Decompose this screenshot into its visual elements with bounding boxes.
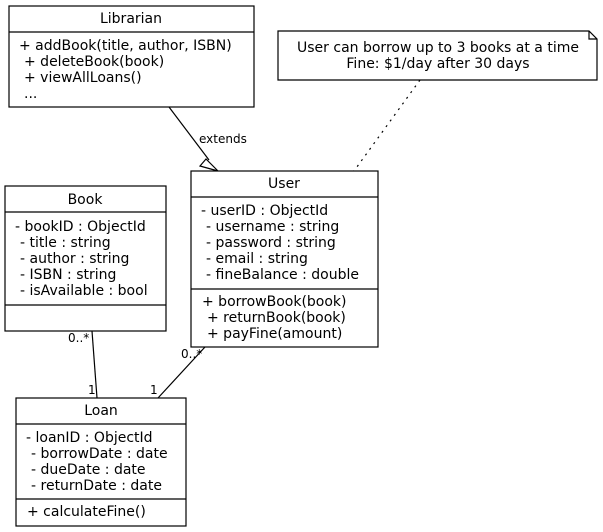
class-attribute: - author : string <box>20 251 129 267</box>
book-loan-association <box>91 330 98 399</box>
class-method: ... <box>24 86 37 102</box>
class-attribute: - password : string <box>206 235 336 251</box>
class-method: + returnBook(book) <box>207 310 346 326</box>
class-attribute: - loanID : ObjectId <box>26 430 153 446</box>
class-attribute: - isAvailable : bool <box>20 283 148 299</box>
class-attribute: - returnDate : date <box>31 478 162 494</box>
class-name: Librarian <box>100 11 162 27</box>
class-attribute: - bookID : ObjectId <box>15 219 146 235</box>
extends-label: extends <box>199 132 247 146</box>
class-method: + borrowBook(book) <box>202 294 347 310</box>
class-attribute: - ISBN : string <box>20 267 116 283</box>
user-multiplicity: 0..* <box>181 347 202 361</box>
relationships: extends 0..* 1 0..* 1 <box>68 79 421 399</box>
class-attribute: - userID : ObjectId <box>201 203 328 219</box>
note-line: Fine: $1/day after 30 days <box>346 56 529 72</box>
class-method: + payFine(amount) <box>207 326 342 342</box>
book-multiplicity: 0..* <box>68 331 89 345</box>
class-attribute: - title : string <box>20 235 111 251</box>
class-attribute: - username : string <box>206 219 339 235</box>
class-attribute: - fineBalance : double <box>206 267 359 283</box>
class-user: User - userID : ObjectId - username : st… <box>190 170 379 348</box>
generalization-line <box>168 106 210 161</box>
class-loan: Loan - loanID : ObjectId - borrowDate : … <box>15 397 187 527</box>
class-method: + calculateFine() <box>27 504 146 520</box>
user-loan-association <box>157 346 206 399</box>
generalization-arrowhead <box>198 158 221 173</box>
class-book: Book - bookID : ObjectId - title : strin… <box>4 185 167 332</box>
class-method: + deleteBook(book) <box>24 54 164 70</box>
note-box: User can borrow up to 3 books at a time … <box>277 30 598 81</box>
class-attribute: - dueDate : date <box>31 462 146 478</box>
class-name: User <box>268 176 300 192</box>
loan-multiplicity-user: 1 <box>150 383 158 397</box>
class-name: Book <box>68 192 104 208</box>
loan-multiplicity-book: 1 <box>88 383 96 397</box>
note-line: User can borrow up to 3 books at a time <box>297 40 579 56</box>
class-librarian: Librarian + addBook(title, author, ISBN)… <box>8 5 255 108</box>
class-method: + addBook(title, author, ISBN) <box>19 38 232 54</box>
class-method: + viewAllLoans() <box>24 70 142 86</box>
note-anchor-line <box>353 79 421 172</box>
class-name: Loan <box>84 403 118 419</box>
class-attribute: - borrowDate : date <box>31 446 168 462</box>
class-attribute: - email : string <box>206 251 308 267</box>
